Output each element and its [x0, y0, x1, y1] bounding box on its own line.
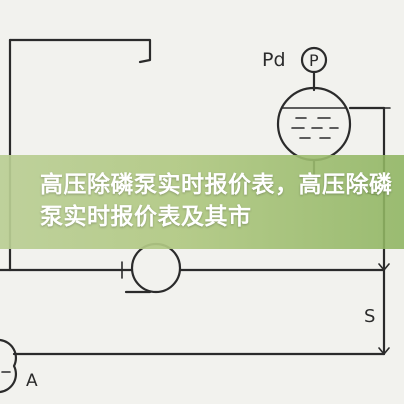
pump-circle — [130, 242, 182, 294]
side-label-lower: S — [364, 306, 375, 327]
banner-title: 高压除磷泵实时报价表，高压除磷泵实时报价表及其市 — [40, 172, 393, 230]
top-pipe — [8, 38, 152, 64]
tank-label: A — [26, 371, 38, 391]
supply-tank-arc — [0, 338, 17, 394]
vessel-circle — [276, 86, 352, 162]
pressure-label: Pd — [262, 49, 286, 71]
title-banner: 高压除磷泵实时报价表，高压除磷泵实时报价表及其市 — [0, 155, 404, 249]
gauge-symbol: P — [309, 51, 319, 70]
